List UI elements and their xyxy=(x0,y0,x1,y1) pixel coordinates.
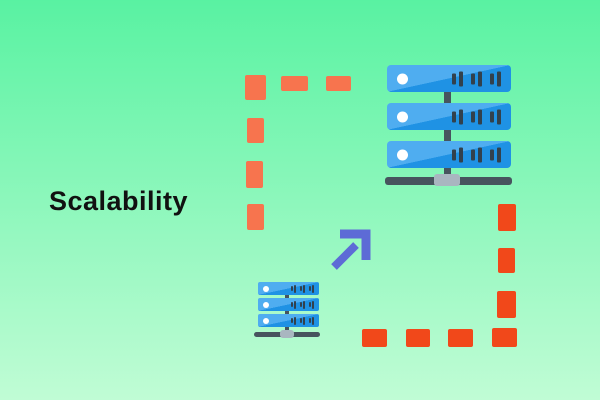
path-dash xyxy=(497,291,516,318)
server-vents-icon xyxy=(452,71,501,86)
server-pole xyxy=(444,79,451,181)
page-title: Scalability xyxy=(49,186,189,216)
small-server-icon xyxy=(254,282,320,340)
path-dash xyxy=(492,328,517,347)
server-unit xyxy=(387,65,511,92)
server-vents-icon xyxy=(291,300,314,309)
path-dash xyxy=(498,248,515,273)
server-led-icon xyxy=(263,317,269,324)
server-vents-icon xyxy=(291,284,314,293)
server-unit xyxy=(258,314,319,327)
path-dash xyxy=(246,161,263,188)
path-dash xyxy=(448,329,473,347)
large-server-icon xyxy=(385,65,512,189)
server-vents-icon xyxy=(291,316,314,325)
server-vents-icon xyxy=(452,109,501,124)
server-pole xyxy=(285,288,289,334)
path-dash xyxy=(245,75,266,100)
server-led-icon xyxy=(397,149,408,160)
path-dash xyxy=(281,76,308,91)
server-led-icon xyxy=(263,285,269,292)
path-dash xyxy=(362,329,387,347)
server-led-icon xyxy=(397,73,408,84)
server-foot xyxy=(280,330,294,338)
path-dash xyxy=(326,76,351,91)
scale-up-arrow-icon xyxy=(331,229,371,270)
path-dash xyxy=(247,204,264,230)
server-foot xyxy=(434,174,460,186)
server-unit xyxy=(258,282,319,295)
path-dash xyxy=(406,329,430,347)
server-vents-icon xyxy=(452,147,501,162)
server-unit xyxy=(387,103,511,130)
path-dash xyxy=(498,204,516,231)
server-led-icon xyxy=(263,301,269,308)
path-dash xyxy=(247,118,264,143)
server-unit xyxy=(258,298,319,311)
server-unit xyxy=(387,141,511,168)
server-led-icon xyxy=(397,111,408,122)
